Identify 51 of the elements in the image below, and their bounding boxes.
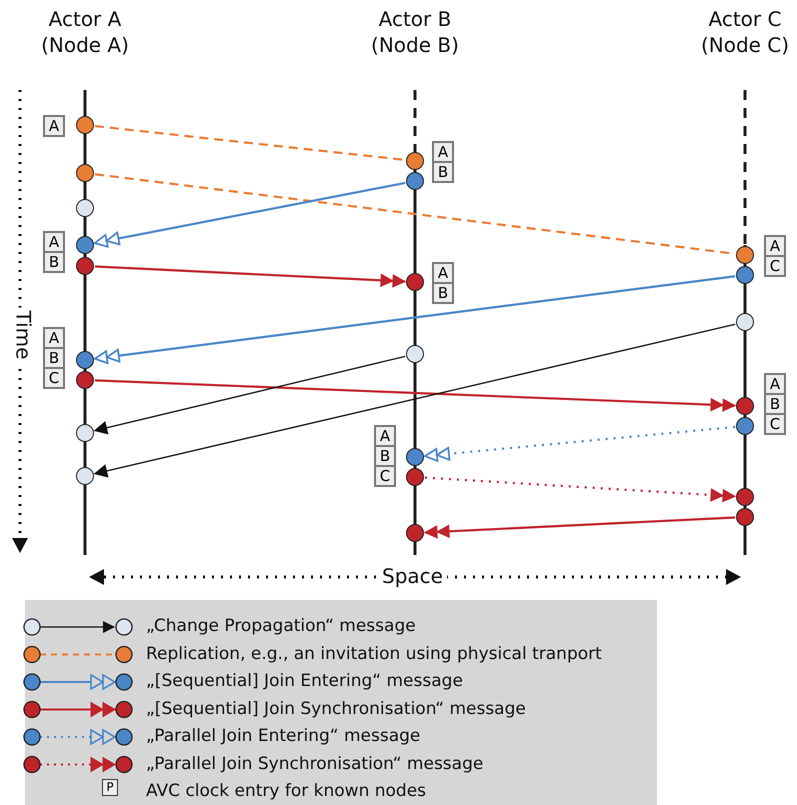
clock-entry: B xyxy=(432,161,454,183)
legend-text: „[Sequential] Join Synchronisation“ message xyxy=(146,698,526,718)
clock-entry: A xyxy=(432,141,454,163)
event-circle xyxy=(76,467,94,485)
event-circle xyxy=(76,164,94,182)
event-circle xyxy=(406,468,424,486)
legend-text: „[Sequential] Join Entering“ message xyxy=(146,671,463,691)
clock-entry: B xyxy=(374,445,396,467)
clock-entry: B xyxy=(432,282,454,304)
legend-text: „Parallel Join Entering“ message xyxy=(146,726,420,746)
legend-text: AVC clock entry for known nodes xyxy=(146,781,426,801)
event-circle xyxy=(736,246,754,264)
legend-text: „Parallel Join Synchronisation“ message xyxy=(146,754,484,774)
clock-entry: C xyxy=(43,367,65,389)
event-circle xyxy=(736,397,754,415)
event-circle xyxy=(406,345,424,363)
event-circle xyxy=(76,371,94,389)
clock-entry: B xyxy=(764,393,786,415)
clock-entry: B xyxy=(43,347,65,369)
clock-entry: A xyxy=(43,327,65,349)
event-circle xyxy=(736,313,754,331)
legend-text: Replication, e.g., an invitation using physical tranport xyxy=(146,644,602,664)
event-circle xyxy=(736,417,754,435)
message-arrow xyxy=(94,356,406,434)
event-circle xyxy=(406,152,424,170)
event-circle xyxy=(736,266,754,284)
clock-entry: B xyxy=(43,251,65,273)
message-arrow xyxy=(94,324,736,478)
event-circle xyxy=(406,172,424,190)
event-circle xyxy=(406,273,424,291)
clock-entry: A xyxy=(764,373,786,395)
event-circle xyxy=(76,236,94,254)
clock-entry: C xyxy=(764,413,786,435)
clock-entry: C xyxy=(374,465,396,487)
clock-entry-sample: P xyxy=(102,779,118,796)
event-circle xyxy=(736,488,754,506)
event-circle xyxy=(76,116,94,134)
clock-entry: A xyxy=(43,115,65,137)
clock-entry: A xyxy=(374,425,396,447)
clock-entry: C xyxy=(764,255,786,277)
event-circle xyxy=(76,199,94,217)
event-circle xyxy=(76,257,94,275)
clock-entry: A xyxy=(432,262,454,284)
clock-entry: A xyxy=(764,235,786,257)
event-circle xyxy=(76,424,94,442)
event-circle xyxy=(736,508,754,526)
legend-text: „Change Propagation“ message xyxy=(146,616,416,636)
event-circle xyxy=(406,524,424,542)
event-circle xyxy=(76,351,94,369)
event-circle xyxy=(406,448,424,466)
clock-entry: A xyxy=(43,231,65,253)
